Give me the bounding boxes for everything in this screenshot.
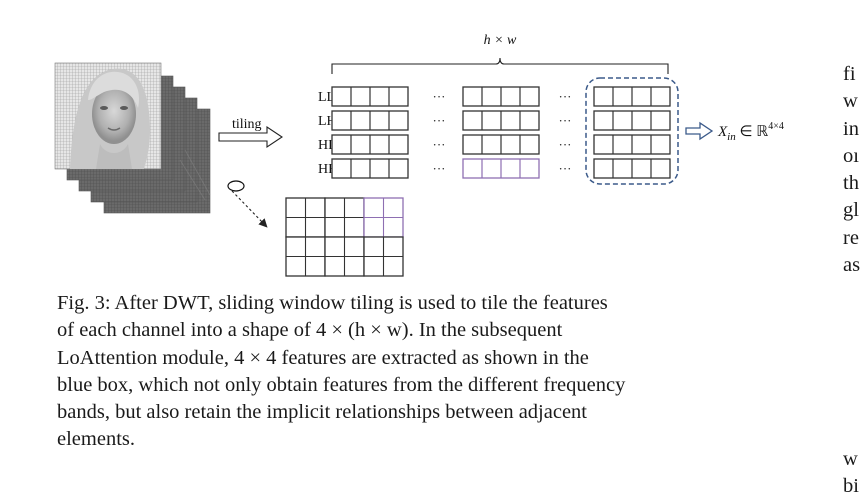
top-brace-label: h × w	[484, 33, 517, 48]
ellipsis-mark: ···	[433, 89, 446, 104]
ellipsis-mark: ···	[433, 113, 446, 128]
ellipsis-mark: ···	[433, 137, 446, 152]
adjacent-column-text-bottom: w bi	[843, 446, 859, 501]
ellipsis-mark: ···	[559, 89, 572, 104]
side-line: fi	[843, 63, 856, 85]
side-line: w	[843, 90, 858, 113]
caption-line: LoAttention module, 4 × 4 features are e…	[57, 346, 589, 369]
zoom-arrow	[231, 190, 268, 228]
face-image	[54, 62, 162, 170]
caption-line: elements.	[57, 428, 135, 451]
side-line: w	[843, 448, 858, 470]
caption-line: of each channel into a shape of 4 × (h ×…	[57, 319, 563, 342]
side-line: re	[843, 226, 859, 249]
ellipsis-mark: ···	[559, 113, 572, 128]
ellipsis-mark: ···	[559, 137, 572, 152]
ellipsis-mark: ···	[433, 161, 446, 176]
caption-line: blue box, which not only obtain features…	[57, 373, 626, 396]
zoom-grid	[285, 197, 404, 277]
side-line: in	[843, 117, 859, 140]
side-line: th	[843, 172, 859, 195]
band-rows	[331, 86, 671, 179]
caption-line: Fig. 3: After DWT, sliding window tiling…	[57, 292, 608, 314]
tiling-label: tiling	[232, 117, 262, 132]
side-line: gl	[843, 199, 859, 222]
sample-ellipse	[227, 180, 245, 192]
figure-caption: Fig. 3: After DWT, sliding window tiling…	[57, 290, 809, 454]
top-brace	[331, 57, 669, 74]
ellipsis-mark: ···	[559, 161, 572, 176]
side-line: oı	[843, 144, 859, 167]
side-line: bi	[843, 475, 859, 498]
caption-line: bands, but also retain the implicit rela…	[57, 401, 587, 424]
side-line: as	[843, 254, 861, 277]
stack-shading	[179, 149, 211, 201]
output-arrow	[685, 121, 714, 141]
output-label: Xin ∈ ℝ4×4	[717, 121, 784, 143]
adjacent-column-text: fi w in oı th gl re as	[843, 61, 860, 279]
channel-stack	[54, 62, 245, 214]
tiling-arrow	[218, 125, 283, 149]
band-label: LL	[318, 90, 335, 105]
ellipses: ··· ··· ··· ··· ··· ··· ··· ···	[433, 89, 572, 176]
blue-selection-box	[585, 77, 679, 185]
